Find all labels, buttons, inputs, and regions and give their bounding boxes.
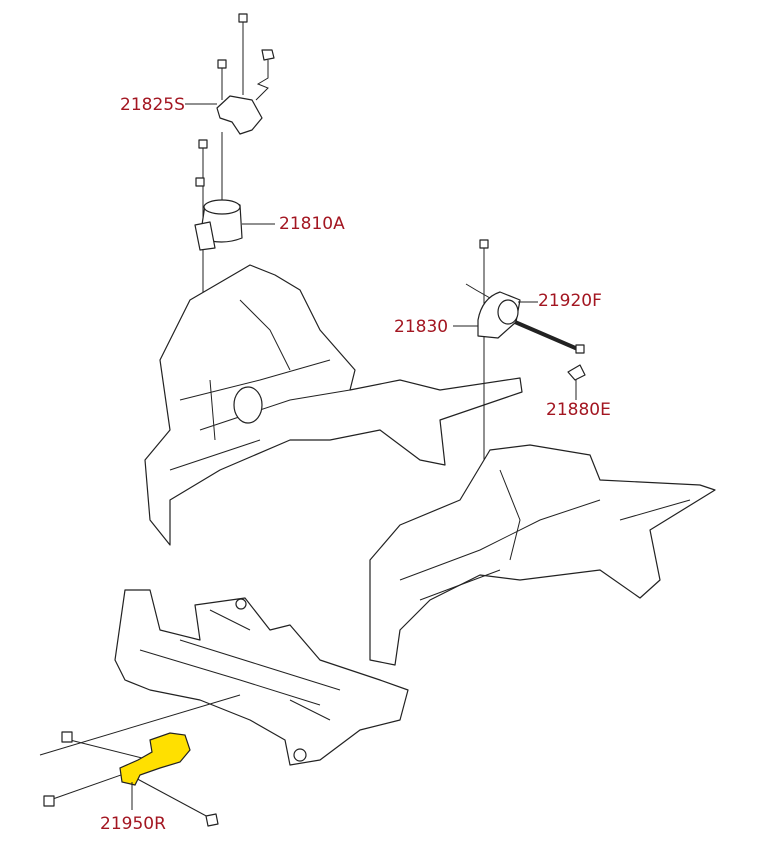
engine-mount-bracket-part[interactable] bbox=[185, 13, 275, 135]
right-side-member bbox=[369, 444, 716, 666]
part-label-21920f[interactable]: 21920F bbox=[538, 291, 602, 311]
part-label-21825s[interactable]: 21825S bbox=[120, 95, 185, 115]
part-label-21830[interactable]: 21830 bbox=[394, 317, 449, 337]
part-label-21880e[interactable]: 21880E bbox=[546, 400, 611, 420]
front-subframe bbox=[114, 589, 409, 766]
transaxle-mount-part[interactable] bbox=[453, 239, 586, 520]
part-label-21810a[interactable]: 21810A bbox=[279, 214, 345, 234]
engine-mount-insulator-part[interactable] bbox=[194, 132, 275, 420]
part-label-21950r[interactable]: 21950R bbox=[100, 814, 166, 834]
left-side-member bbox=[144, 264, 523, 546]
roll-rod-mount-part[interactable] bbox=[39, 694, 241, 827]
